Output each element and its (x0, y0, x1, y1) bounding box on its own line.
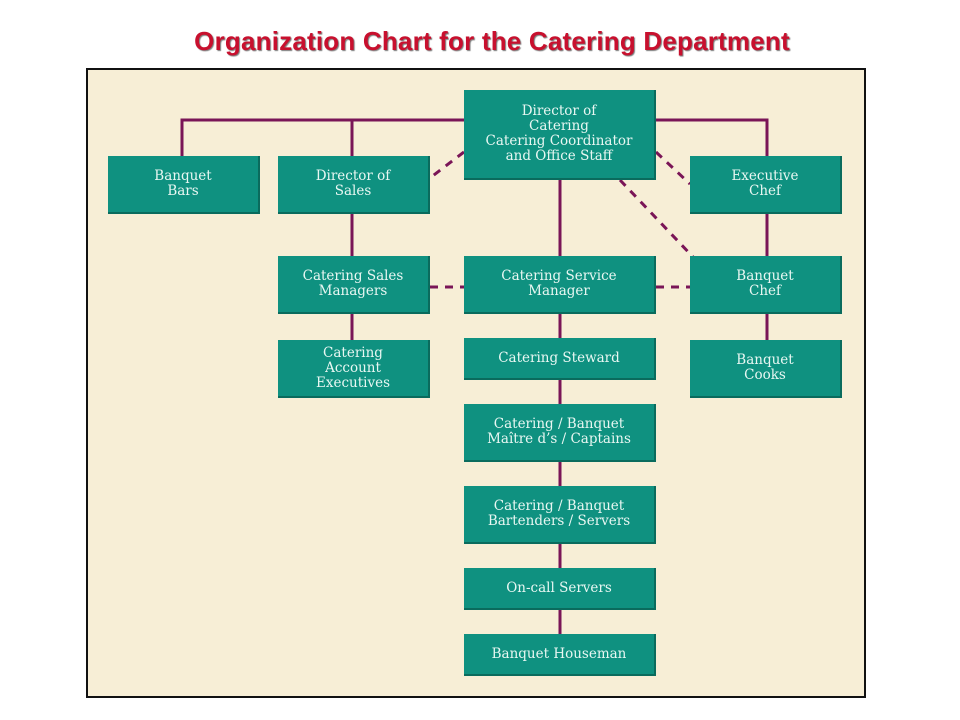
node-label-line: Chef (748, 183, 781, 199)
node-label-line: Catering Service (501, 268, 617, 284)
node-banquet-houseman: Banquet Houseman (464, 634, 656, 676)
node-label-line: Catering / Banquet (493, 498, 625, 514)
node-label-line: On-call Servers (506, 579, 612, 596)
node-label-line: Director of (521, 103, 597, 119)
node-catering-steward: Catering Steward (464, 338, 656, 380)
dotted-director-to-executive-chef (654, 150, 692, 186)
connector-top-right (656, 118, 769, 156)
node-label-line: Catering Coordinator (485, 133, 633, 149)
node-label-line: Maître d’s / Captains (487, 431, 631, 447)
node-label-line: Director of (315, 168, 391, 184)
dotted-director-to-banquet-chef (618, 178, 696, 260)
node-label-line: Sales (334, 183, 372, 199)
node-label-line: Executive (731, 168, 799, 184)
node-on-call-servers: On-call Servers (464, 568, 656, 610)
node-label-line: Catering (323, 344, 383, 361)
node-label-line: Catering (529, 118, 589, 134)
node-label-line: and Office Staff (505, 148, 613, 164)
page-title: Organization Chart for the Catering Depa… (194, 26, 790, 56)
node-label-line: Cooks (744, 367, 786, 383)
node-label-line: Catering Steward (498, 349, 620, 366)
dotted-director-to-sales (429, 150, 465, 180)
node-label-line: Manager (528, 283, 590, 299)
connector-top-left (180, 118, 464, 156)
node-label-line: Bartenders / Servers (487, 513, 631, 529)
node-label-line: Banquet Houseman (491, 645, 627, 662)
node-label-line: Banquet (154, 168, 212, 184)
node-label-line: Catering / Banquet (493, 416, 625, 432)
node-label-line: Banquet (736, 352, 794, 368)
node-label-line: Bars (167, 183, 199, 199)
node-label-line: Managers (318, 283, 388, 299)
node-label-line: Banquet (736, 268, 794, 284)
node-label-line: Account (325, 359, 381, 376)
node-label-line: Catering Sales (302, 268, 404, 284)
node-label-line: Executives (316, 374, 390, 391)
node-label-line: Chef (748, 283, 781, 299)
